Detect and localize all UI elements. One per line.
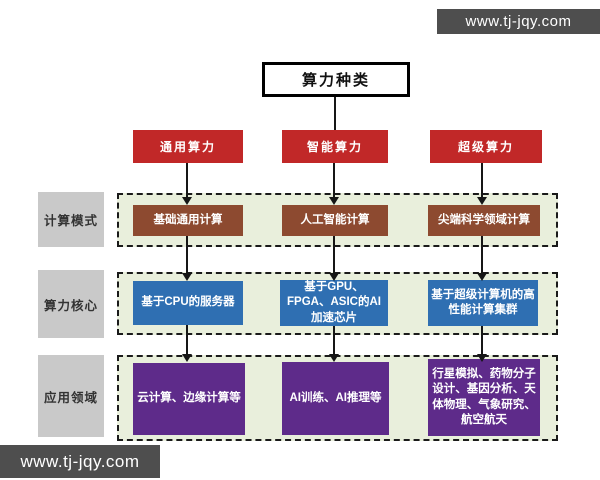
arrowhead-down-icon [182, 354, 192, 362]
arrowhead-down-icon [329, 197, 339, 205]
row-label-computing-mode: 计算模式 [38, 192, 104, 247]
connector-line [333, 162, 335, 198]
node-ai-training-inference: AI训练、AI推理等 [282, 362, 389, 435]
connector-line [186, 236, 188, 274]
connector-line [333, 324, 335, 355]
node-cloud-edge-computing: 云计算、边缘计算等 [133, 363, 245, 435]
arrowhead-down-icon [329, 354, 339, 362]
connector-line [333, 236, 335, 274]
row-label-application-field: 应用领域 [38, 355, 104, 437]
watermark-bottom: www.tj-jqy.com [0, 445, 160, 478]
node-cpu-servers: 基于CPU的服务器 [133, 281, 243, 325]
branch-general-computing: 通用算力 [133, 130, 243, 163]
arrowhead-down-icon [182, 273, 192, 281]
node-hpc-clusters: 基于超级计算机的高性能计算集群 [428, 280, 538, 326]
node-scientific-applications: 行星模拟、药物分子设计、基因分析、天体物理、气象研究、航空航天 [428, 359, 540, 436]
connector-line [481, 162, 483, 198]
arrowhead-down-icon [329, 273, 339, 281]
node-basic-general-computing: 基础通用计算 [133, 205, 243, 236]
connector-line [186, 162, 188, 198]
branch-intelligent-computing: 智能算力 [282, 130, 388, 163]
watermark-top: www.tj-jqy.com [437, 9, 600, 34]
arrowhead-down-icon [182, 197, 192, 205]
node-ai-computing: 人工智能计算 [282, 205, 388, 236]
arrowhead-down-icon [477, 197, 487, 205]
watermark-text: www.tj-jqy.com [465, 13, 572, 30]
arrowhead-down-icon [477, 273, 487, 281]
connector-line [481, 236, 483, 274]
row-label-computing-core: 算力核心 [38, 270, 104, 338]
branch-super-computing: 超级算力 [430, 130, 542, 163]
connector-line [481, 324, 483, 355]
root-node: 算力种类 [262, 62, 410, 97]
arrowhead-down-icon [477, 354, 487, 362]
watermark-text: www.tj-jqy.com [20, 451, 140, 471]
connector-line [334, 96, 336, 130]
node-ai-accelerator-chips: 基于GPU、FPGA、ASIC的AI加速芯片 [280, 280, 388, 326]
node-cutting-edge-science-computing: 尖端科学领域计算 [428, 205, 540, 236]
connector-line [186, 324, 188, 355]
